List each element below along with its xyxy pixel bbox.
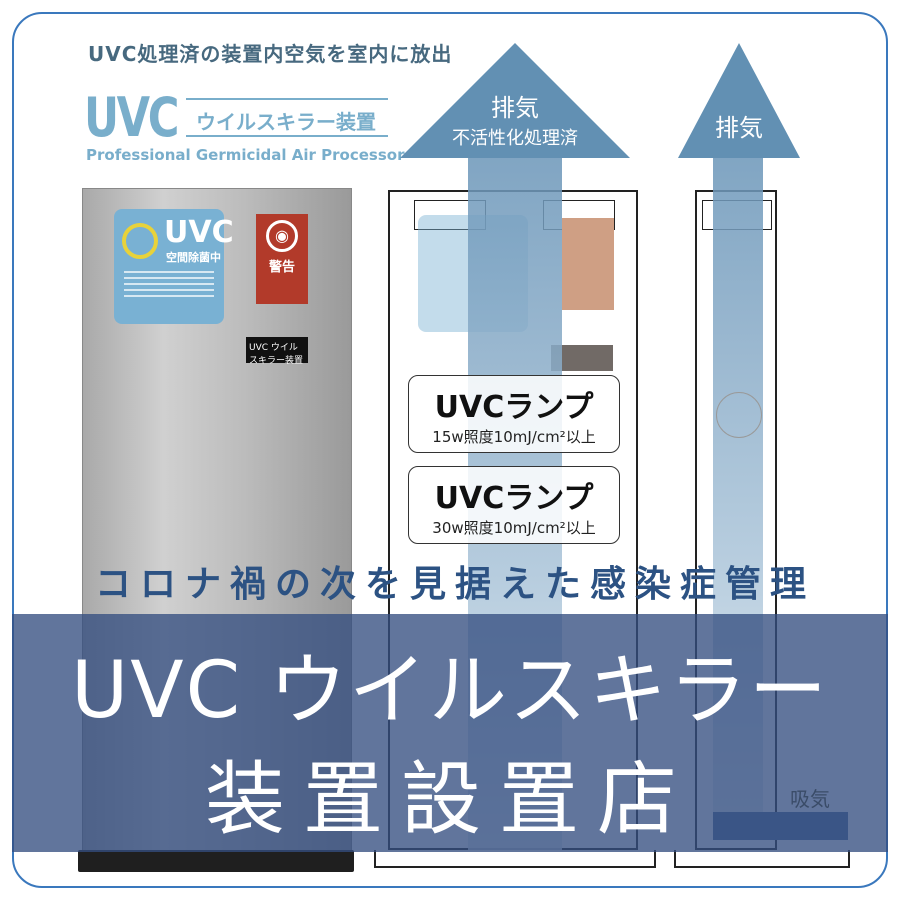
device-base — [78, 850, 354, 872]
exhaust-sublabel: 不活性化処理済 — [452, 128, 578, 149]
exhaust-label: 排気 — [491, 94, 539, 122]
intake-label: 吸気 — [790, 787, 830, 811]
logo-japanese: ウイルスキラー装置 — [196, 110, 376, 134]
headline: UVC処理済の装置内空気を室内に放出 — [88, 42, 453, 66]
diagram-side-base — [674, 850, 850, 868]
side-arrow-head — [678, 43, 800, 158]
lamp-title: UVCランプ — [434, 390, 594, 425]
logo-divider — [186, 98, 388, 100]
logo-uvc: UVC — [84, 86, 179, 149]
sticker-title: UVC — [164, 215, 234, 250]
vent-circle — [716, 392, 762, 438]
lamp-spec: 15w照度10mJ/cm²以上 — [432, 428, 596, 446]
banner-title: UVC ウイルスキラー — [71, 646, 829, 736]
logo-divider — [186, 135, 388, 137]
warning-title: 警告 — [268, 260, 295, 275]
diagram-base — [374, 850, 656, 868]
exhaust-arrow-head — [400, 43, 630, 158]
banner-band — [12, 614, 888, 852]
logo-english: Professional Germicidal Air Processor — [86, 146, 405, 164]
sticker-fine-print — [124, 271, 214, 297]
uvc-lamp-30w: UVCランプ 30w照度10mJ/cm²以上 — [408, 466, 620, 544]
eye-warning-icon: ◉ — [266, 220, 298, 252]
uvc-lamp-15w: UVCランプ 15w照度10mJ/cm²以上 — [408, 375, 620, 453]
warning-sticker: ◉ 警告 — [256, 214, 308, 304]
side-exhaust-label: 排気 — [715, 114, 763, 142]
diagram-warning — [562, 218, 614, 310]
sticker-subtitle: 空間除菌中 — [166, 251, 221, 264]
lamp-spec: 30w照度10mJ/cm²以上 — [432, 519, 596, 537]
lamp-title: UVCランプ — [434, 481, 594, 516]
catchphrase: コロナ禍の次を見据えた感染症管理 — [94, 564, 815, 605]
uvc-sticker: UVC 空間除菌中 — [114, 209, 234, 324]
outer-frame — [12, 12, 888, 888]
product-label: UVC ウイルスキラー装置 — [246, 337, 308, 366]
virus-icon — [122, 223, 158, 259]
banner-subtitle: 装置設置店 — [205, 753, 695, 846]
